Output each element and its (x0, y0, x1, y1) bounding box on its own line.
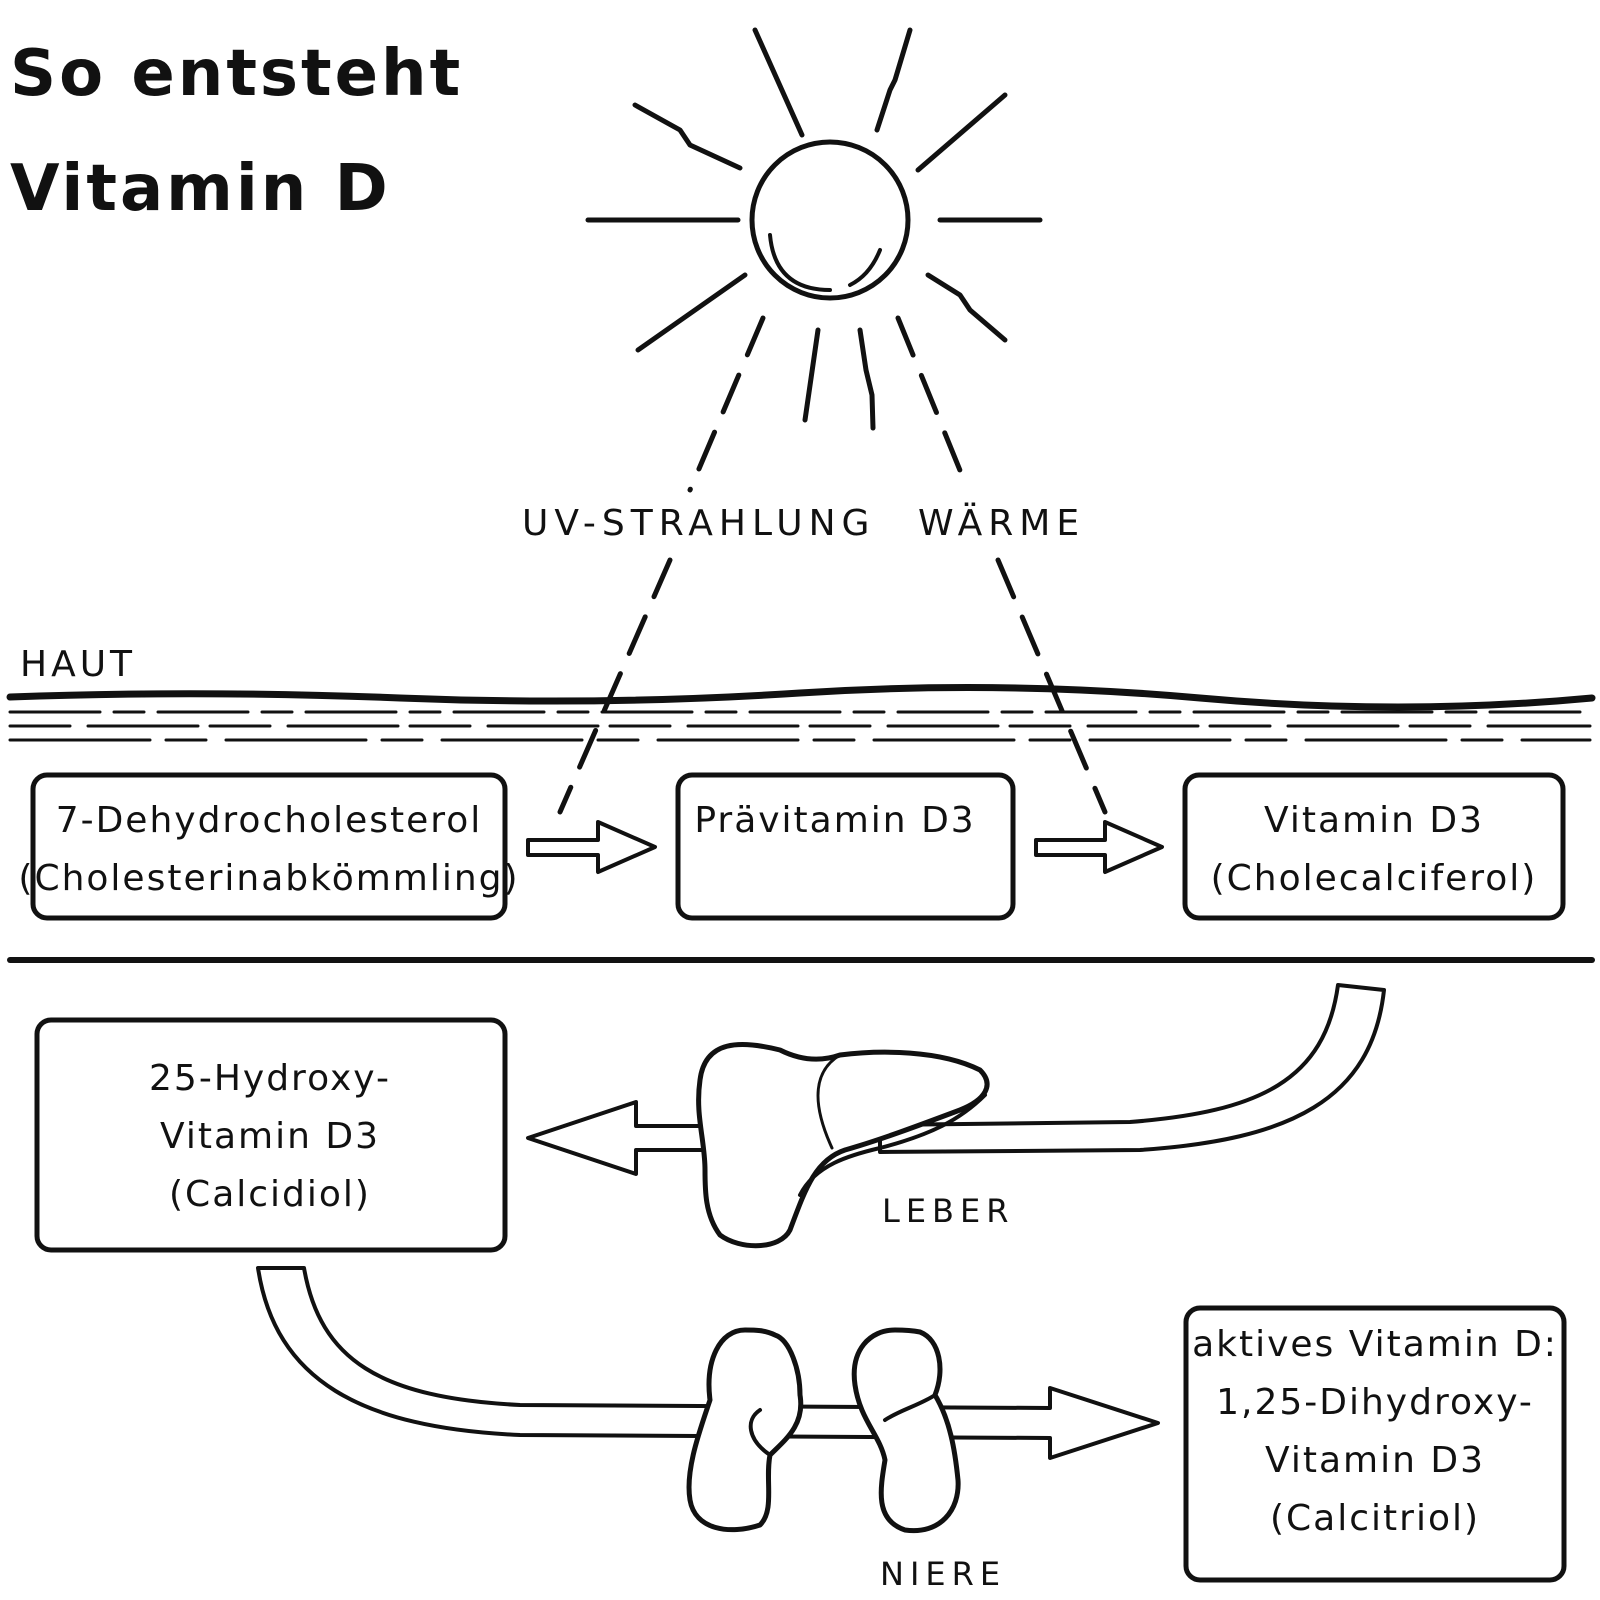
sun-icon (585, 27, 1043, 431)
praevitamin-line-1: Prävitamin D3 (694, 800, 975, 841)
calcidiol-line-1: 25-Hydroxy- (149, 1058, 391, 1099)
praevitamin-box (675, 772, 1016, 921)
calcitriol-line-1: aktives Vitamin D: (1192, 1324, 1558, 1365)
leber-label: LEBER (882, 1192, 1014, 1230)
waerme-ray (895, 315, 1108, 815)
waerme-label: WÄRME (918, 502, 1085, 544)
dehydrocholesterol-line-2: (Cholesterinabkömmling) (18, 858, 519, 899)
dehydrocholesterol-box (30, 772, 508, 921)
kidney-icon (686, 1327, 961, 1534)
calcitriol-line-3: Vitamin D3 (1265, 1440, 1485, 1481)
skin-layer (6, 684, 1596, 963)
calcidiol-line-3: (Calcidiol) (169, 1174, 371, 1215)
title-line-2: Vitamin D (10, 152, 391, 226)
pathway-to-liver (878, 983, 1386, 1154)
arrow-dehydro-to-praevitamin (526, 820, 657, 874)
dehydrocholesterol-line-1: 7-Dehydrocholesterol (56, 800, 483, 841)
calcidiol-box (34, 1017, 508, 1253)
calcidiol-line-2: Vitamin D3 (160, 1116, 380, 1157)
haut-label: HAUT (20, 644, 136, 685)
liver-icon (696, 1042, 990, 1249)
uv-label: UV-STRAHLUNG (522, 503, 875, 544)
pathway-to-kidneys (256, 1266, 1160, 1460)
calcitriol-box (1183, 1305, 1567, 1583)
vitamin-d3-line-2: (Cholecalciferol) (1211, 858, 1538, 899)
uv-ray (557, 315, 766, 815)
calcitriol-line-2: 1,25-Dihydroxy- (1216, 1382, 1534, 1423)
title-line-1: So entsteht (10, 37, 463, 111)
vitamin-d3-line-1: Vitamin D3 (1264, 800, 1484, 841)
niere-label: NIERE (880, 1555, 1006, 1593)
arrow-praevitamin-to-vitamin-d3 (1034, 820, 1164, 874)
vitamin-d3-box (1182, 772, 1566, 921)
calcitriol-line-4: (Calcitriol) (1270, 1498, 1480, 1539)
